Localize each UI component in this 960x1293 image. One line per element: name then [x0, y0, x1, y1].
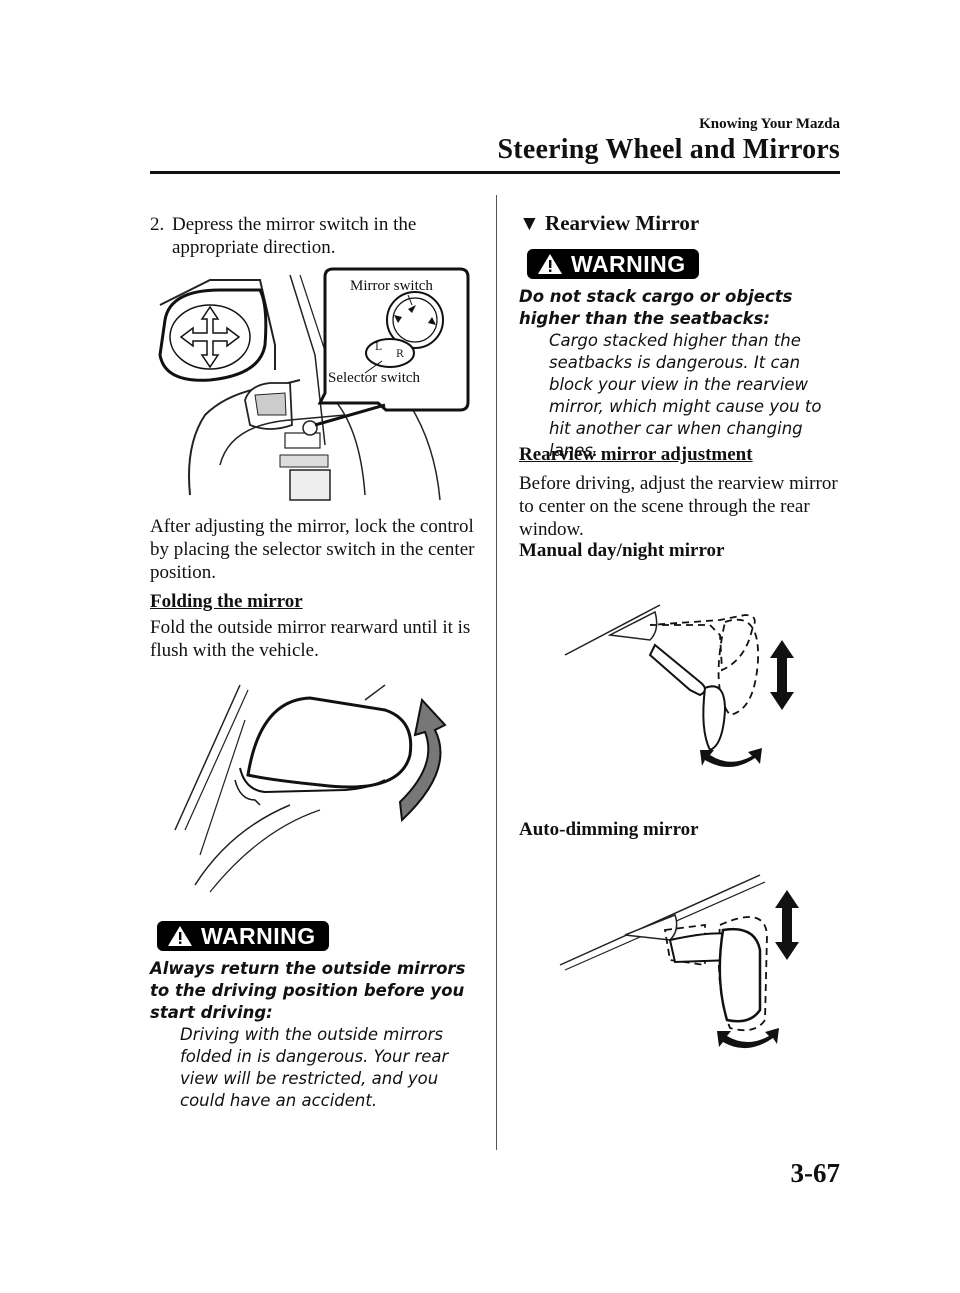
auto-mirror-label: Auto-dimming mirror — [519, 819, 699, 840]
manual-mirror-figure — [564, 604, 794, 768]
right-warning-lead: Do not stack cargo or objects higher tha… — [519, 287, 793, 328]
folding-heading: Folding the mirror — [150, 591, 303, 612]
folding-paragraph: Fold the outside mirror rearward until i… — [150, 617, 471, 661]
warning-icon — [538, 254, 562, 274]
adjust-heading: Rearview mirror adjustment — [519, 444, 753, 465]
heading-marker-icon: ▼ — [519, 211, 540, 235]
manual-mirror-label: Manual day/night mirror — [519, 540, 725, 561]
warning-icon — [168, 926, 192, 946]
left-warning-text: Always return the outside mirrors to the… — [150, 958, 485, 1112]
header-rule — [150, 171, 840, 174]
left-warning-lead: Always return the outside mirrors to the… — [150, 959, 466, 1022]
right-warning-text: Do not stack cargo or objects higher tha… — [519, 286, 844, 462]
rearview-heading-text: Rearview Mirror — [545, 211, 700, 235]
step-line-2: appropriate direction. — [172, 237, 336, 258]
step-2: 2. Depress the mirror switch in the appro… — [150, 213, 480, 259]
rearview-heading: ▼ Rearview Mirror — [519, 211, 699, 236]
switch-letter-r: R — [396, 349, 404, 360]
left-warning-body: Driving with the outside mirrors folded … — [180, 1025, 449, 1110]
right-warning-badge: WARNING — [527, 249, 699, 279]
step-number: 2. — [150, 214, 165, 235]
folding-mirror-figure — [174, 684, 447, 893]
right-warning-label: WARNING — [571, 250, 686, 277]
left-warning-badge: WARNING — [157, 921, 329, 951]
step-line-1: Depress the mirror switch in the — [172, 214, 417, 235]
header-section: Knowing Your Mazda — [699, 116, 840, 132]
right-warning-body: Cargo stacked higher than the seatbacks … — [549, 331, 822, 460]
callout-mirror-switch: Mirror switch — [350, 278, 433, 294]
adjust-paragraph: Before driving, adjust the rearview mirr… — [519, 473, 838, 540]
callout-selector-switch: Selector switch — [328, 370, 421, 386]
auto-dimming-mirror-figure — [559, 874, 799, 1049]
mirror-switch-figure: L R Mirror switch Selector switch — [158, 267, 470, 501]
page-title: Steering Wheel and Mirrors — [497, 134, 840, 165]
column-divider — [496, 195, 497, 1150]
lock-paragraph: After adjusting the mirror, lock the con… — [150, 516, 475, 583]
page-number: 3-67 — [790, 1158, 841, 1188]
left-warning-label: WARNING — [201, 922, 316, 949]
switch-letter-l: L — [375, 342, 382, 353]
